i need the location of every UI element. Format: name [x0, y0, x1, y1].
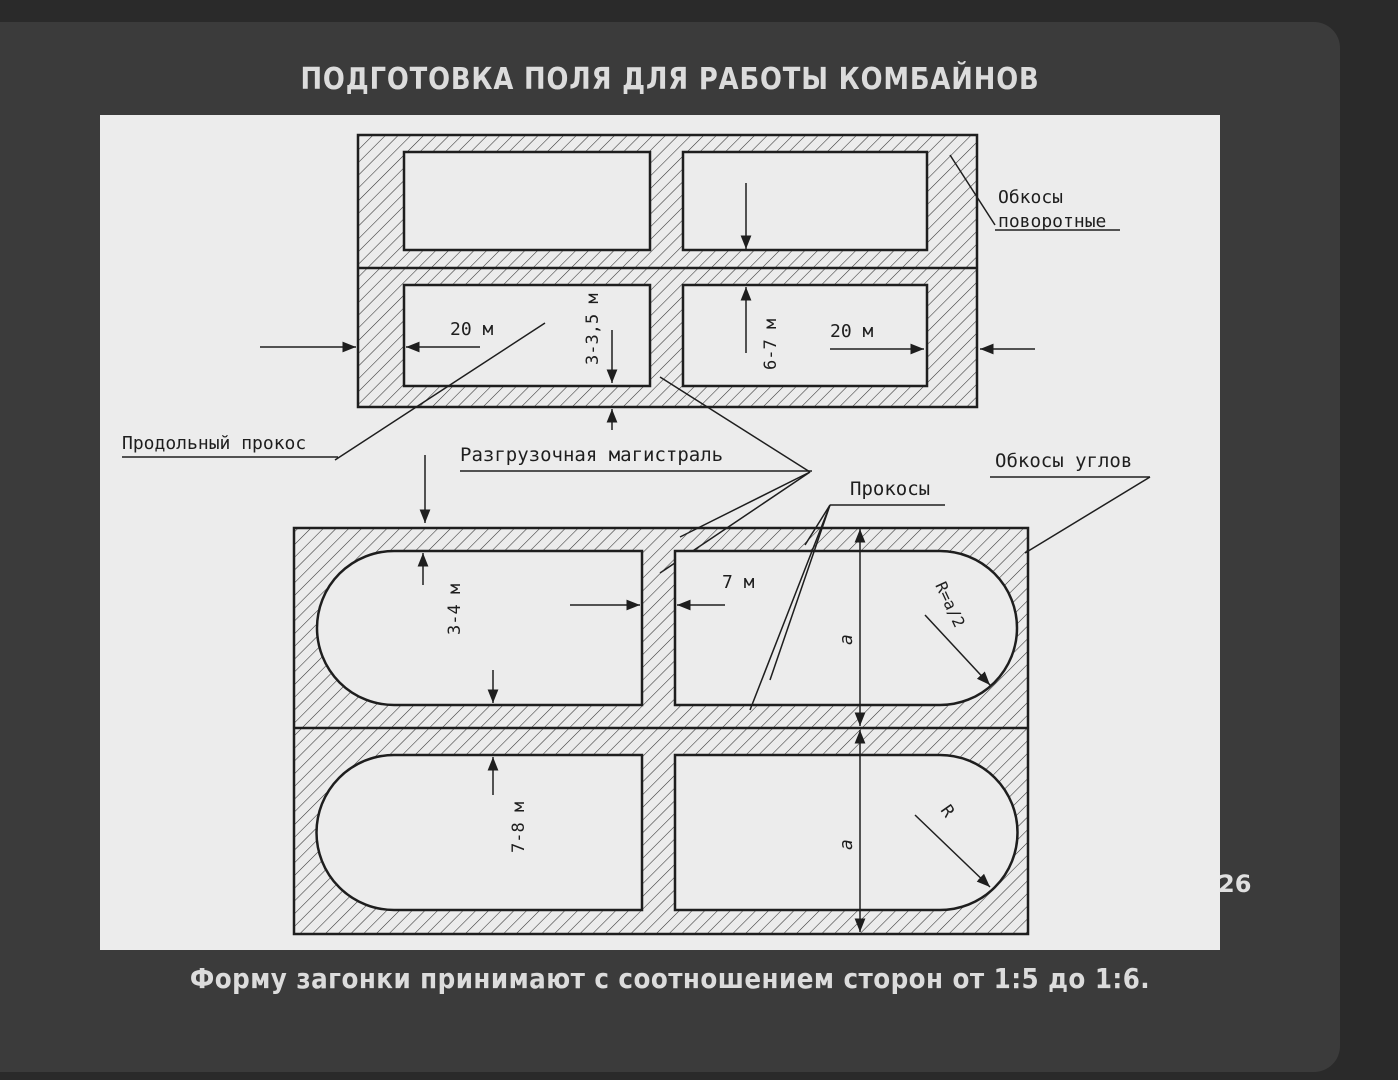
bottom-plot-2 — [673, 549, 1019, 707]
label-cuts: Прокосы — [850, 478, 930, 500]
bottom-plot-4 — [673, 753, 1019, 912]
top-plot-1 — [402, 150, 652, 252]
bottom-field-dimensions — [417, 229, 1151, 932]
slide-number: 26 — [1218, 870, 1252, 898]
dim-a-top: a — [836, 634, 857, 645]
slide-caption: Форму загонки принимают с соотношением с… — [189, 962, 1151, 995]
dim-7-8m: 7-8 м — [509, 802, 529, 853]
bottom-plot-1 — [315, 549, 644, 707]
diagram-paper: Обкосы поворотные Продольный прокос Разг… — [100, 115, 1220, 950]
top-plot-4 — [681, 283, 929, 388]
dim-7m: 7 м — [722, 572, 755, 593]
slide-title: ПОДГОТОВКА ПОЛЯ ДЛЯ РАБОТЫ КОМБАЙНОВ — [300, 62, 1040, 97]
bottom-plot-3 — [315, 753, 644, 912]
label-longitudinal-cut: Продольный прокос — [122, 433, 306, 454]
field-diagram: Обкосы поворотные Продольный прокос Разг… — [122, 133, 1151, 936]
label-corner-swaths: Обкосы углов — [995, 450, 1132, 472]
dim-20m-right: 20 м — [830, 321, 874, 342]
top-field-dimensions — [260, 154, 1035, 574]
label-turn-swaths-1: Обкосы — [998, 187, 1063, 208]
dim-3-3-5m: 3-3,5 м — [583, 293, 603, 365]
bottom-field — [292, 526, 1030, 936]
dim-3-4m: 3-4 м — [445, 584, 465, 635]
label-turn-swaths-2: поворотные — [998, 211, 1106, 232]
dim-a-bottom: a — [836, 839, 857, 850]
top-plot-2 — [681, 150, 929, 252]
diagram-labels: Обкосы поворотные Продольный прокос Разг… — [122, 187, 1132, 853]
dim-6-7m: 6-7 м — [761, 319, 781, 370]
label-unloading-road: Разгрузочная магистраль — [460, 444, 723, 466]
dim-20m-left: 20 м — [450, 319, 494, 340]
top-field — [356, 133, 979, 409]
